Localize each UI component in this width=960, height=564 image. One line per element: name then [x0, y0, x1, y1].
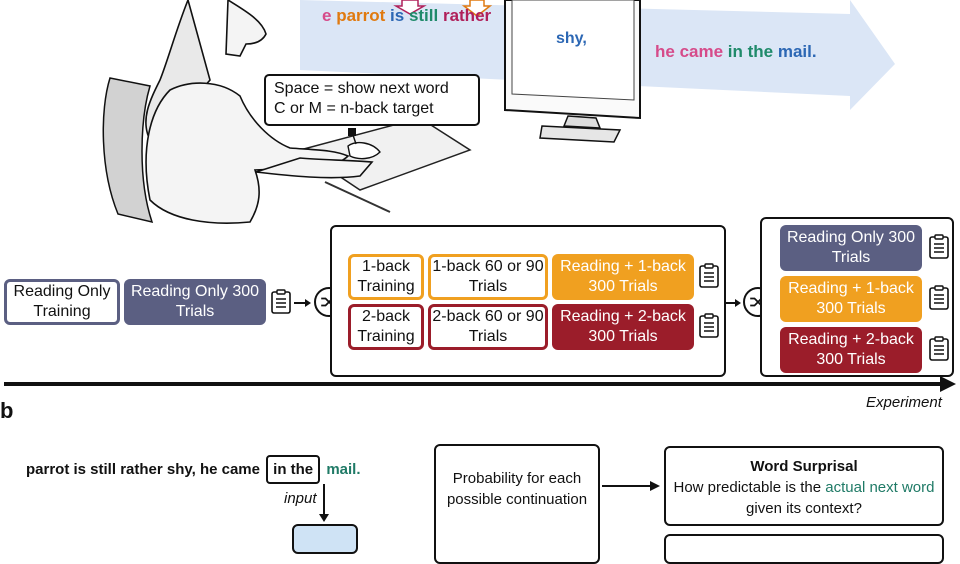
stimulus-word: e: [322, 6, 337, 25]
reading-1back-box: Reading + 1-back 300 Trials: [552, 254, 694, 300]
stimulus-word: rather: [442, 6, 492, 25]
chair: [102, 77, 154, 224]
input-arrow: [319, 484, 329, 522]
nback-block-group: [330, 225, 726, 377]
stimulus-word: mail.: [777, 42, 817, 61]
surprisal-text-2: given its context?: [746, 500, 862, 517]
arrow-to-surprisal: [602, 481, 660, 491]
example-sentence: parrot is still rather shy, he came in t…: [26, 455, 361, 484]
stimulus-word: the: [747, 42, 778, 61]
word-surprisal-title: Word Surprisal: [750, 458, 858, 475]
target-word: mail.: [326, 461, 361, 478]
timeline-label: Experiment: [866, 394, 942, 411]
word-surprisal-box: Word Surprisal How predictable is the ac…: [664, 446, 944, 526]
final-reading-only-box: Reading Only 300 Trials: [780, 225, 922, 271]
reading-2back-box: Reading + 2-back 300 Trials: [552, 304, 694, 350]
questionnaire-icon: [929, 285, 949, 310]
experiment-illustration: [102, 0, 895, 224]
word-surprisal-description: How predictable is the actual next word …: [666, 477, 942, 519]
stimulus-word: came: [679, 42, 728, 61]
one-back-trials-box: 1-back 60 or 90 Trials: [428, 254, 548, 300]
probability-box: Probability for each possible continuati…: [434, 444, 600, 564]
stimulus-words-right: he came in the mail.: [655, 42, 817, 62]
questionnaire-icon: [699, 313, 719, 338]
surprisal-highlight: actual next word: [825, 479, 935, 496]
final-reading-1back-box: Reading + 1-back 300 Trials: [780, 276, 922, 322]
screen-current-word: shy,: [556, 30, 587, 47]
questionnaire-icon: [699, 263, 719, 288]
key-legend-nback: C or M = n-back target: [274, 100, 434, 117]
reading-only-training-box: Reading Only Training: [4, 279, 120, 325]
context-window: in the: [266, 455, 321, 484]
two-back-training-box: 2-back Training: [348, 304, 424, 350]
two-back-trials-box: 2-back 60 or 90 Trials: [428, 304, 548, 350]
second-measure-box: [664, 534, 944, 564]
stimulus-word: is: [390, 6, 409, 25]
final-reading-2back-box: Reading + 2-back 300 Trials: [780, 327, 922, 373]
panel-b-label: b: [0, 398, 14, 423]
questionnaire-icon: [929, 234, 949, 259]
stimulus-word: still: [408, 6, 443, 25]
monitor: [504, 0, 641, 143]
key-legend-space: Space = show next word: [274, 80, 449, 97]
key-legend: Space = show next word C or M = n-back t…: [264, 74, 480, 126]
arrow-to-shuffle-1: [294, 299, 311, 307]
questionnaire-icon: [929, 336, 949, 361]
experiment-timeline: [4, 382, 944, 386]
reading-only-300-box: Reading Only 300 Trials: [124, 279, 266, 325]
surprisal-text-1: How predictable is the: [673, 479, 826, 496]
participant: [145, 0, 374, 224]
stimulus-word: in: [727, 42, 748, 61]
stimulus-word: parrot: [336, 6, 391, 25]
sentence-prefix: parrot is still rather shy, he came: [26, 461, 260, 478]
down-arrow-orange: [461, 0, 493, 17]
stimulus-word: he: [655, 42, 680, 61]
questionnaire-icon: [271, 289, 291, 314]
arrow-to-shuffle-2: [726, 299, 741, 307]
language-model-box: [292, 524, 358, 554]
stimulus-words-left: e parrot is still rather: [322, 6, 491, 26]
down-arrow-red: [393, 0, 427, 15]
timeline-arrowhead: [940, 376, 956, 392]
one-back-training-box: 1-back Training: [348, 254, 424, 300]
input-label: input: [284, 490, 317, 507]
